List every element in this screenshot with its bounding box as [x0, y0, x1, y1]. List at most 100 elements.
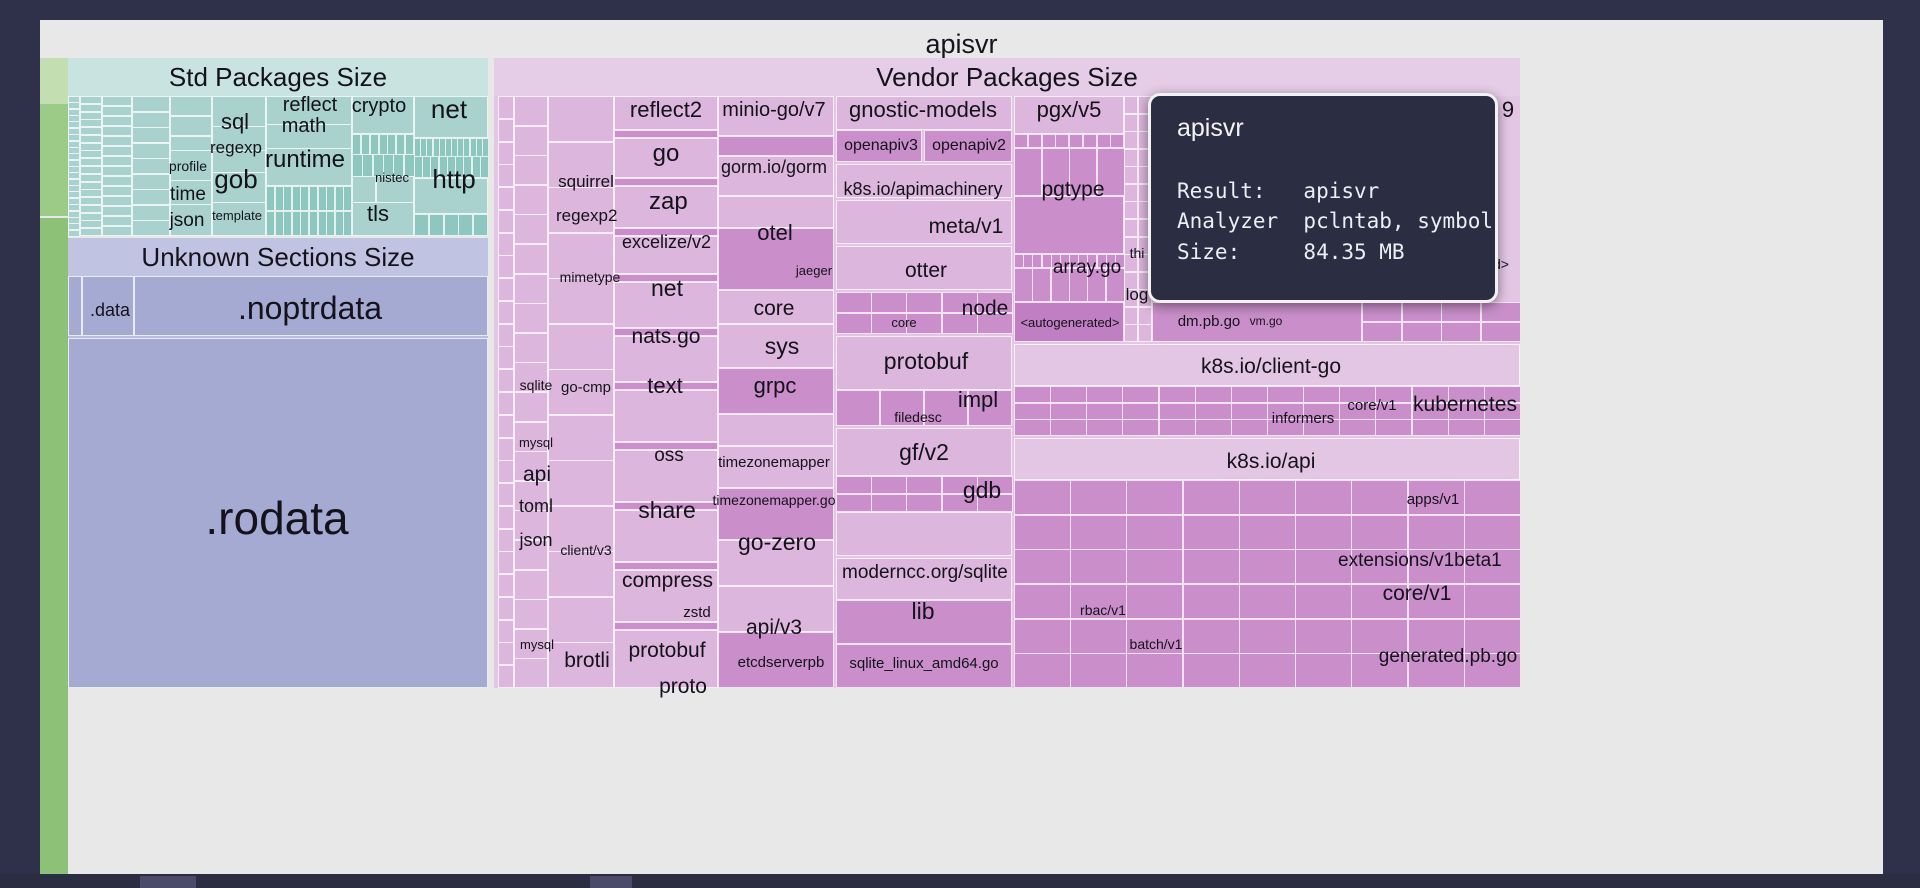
treemap-tile[interactable] — [614, 186, 718, 228]
treemap-tile[interactable] — [968, 390, 1012, 426]
treemap-tile[interactable] — [718, 368, 834, 414]
treemap-tile[interactable] — [836, 200, 1012, 244]
treemap-tile[interactable] — [836, 512, 1012, 556]
treemap-tile[interactable] — [1351, 584, 1408, 619]
treemap-tile[interactable] — [1402, 322, 1442, 342]
treemap-tile[interactable] — [548, 278, 614, 324]
treemap-tile[interactable] — [300, 186, 309, 211]
treemap-tile[interactable] — [102, 116, 132, 126]
treemap-tile[interactable] — [836, 476, 872, 494]
treemap-tile[interactable] — [1042, 134, 1056, 148]
treemap-tile[interactable] — [718, 540, 834, 586]
treemap-tile[interactable] — [718, 446, 834, 488]
treemap-tile[interactable] — [1412, 403, 1449, 420]
treemap-tile[interactable] — [300, 211, 309, 236]
treemap-tile[interactable] — [1351, 619, 1408, 654]
treemap-tile[interactable] — [1126, 584, 1183, 619]
treemap-tile[interactable] — [102, 226, 132, 236]
treemap-tile[interactable] — [1050, 403, 1087, 420]
treemap-tile[interactable] — [1110, 134, 1124, 148]
treemap-tile[interactable] — [1351, 515, 1408, 550]
treemap-tile[interactable] — [614, 328, 718, 336]
treemap-tile[interactable] — [1124, 272, 1138, 290]
treemap-tile[interactable] — [68, 338, 488, 688]
treemap-tile[interactable] — [1097, 134, 1111, 148]
treemap-tile[interactable] — [132, 143, 170, 159]
treemap-tile[interactable] — [1375, 419, 1412, 436]
treemap-tile[interactable] — [266, 148, 352, 186]
treemap-tile[interactable] — [1362, 322, 1402, 342]
treemap-tile[interactable] — [1464, 515, 1521, 550]
treemap-tile[interactable] — [1448, 419, 1485, 436]
treemap-tile[interactable] — [1239, 549, 1296, 584]
treemap-tile[interactable] — [1239, 584, 1296, 619]
treemap-tile[interactable] — [498, 392, 514, 415]
treemap-tile[interactable] — [498, 438, 514, 461]
treemap-tile[interactable] — [80, 220, 102, 228]
treemap-tile[interactable] — [1070, 515, 1127, 550]
treemap-tile[interactable] — [1295, 653, 1352, 688]
treemap-tile[interactable] — [283, 211, 292, 236]
treemap-tile[interactable] — [1069, 134, 1083, 148]
treemap-tile[interactable] — [514, 96, 548, 126]
treemap-tile[interactable] — [1070, 480, 1127, 515]
treemap-tile[interactable] — [1124, 114, 1138, 132]
treemap-tile[interactable] — [68, 204, 80, 211]
treemap-tile[interactable] — [1183, 515, 1240, 550]
treemap-tile[interactable] — [498, 574, 514, 597]
treemap-tile[interactable] — [1124, 149, 1138, 167]
treemap-tile[interactable] — [102, 156, 132, 166]
treemap-tile[interactable] — [352, 96, 414, 134]
treemap-tile[interactable] — [132, 112, 170, 128]
treemap-tile[interactable] — [1239, 480, 1296, 515]
treemap-tile[interactable] — [1402, 302, 1442, 322]
treemap-tile[interactable] — [68, 223, 80, 230]
treemap-tile[interactable] — [1124, 166, 1138, 184]
treemap-tile[interactable] — [1014, 302, 1124, 342]
treemap-tile[interactable] — [352, 176, 376, 204]
treemap-tile[interactable] — [1055, 134, 1069, 148]
treemap-tile[interactable] — [1412, 419, 1449, 436]
treemap-tile[interactable] — [426, 138, 433, 158]
treemap-tile[interactable] — [132, 205, 170, 221]
treemap-tile[interactable] — [1231, 386, 1268, 403]
treemap-tile[interactable] — [836, 558, 1012, 600]
treemap-tile[interactable] — [1028, 134, 1042, 148]
treemap-tile[interactable] — [463, 156, 472, 178]
treemap-tile[interactable] — [548, 187, 614, 233]
treemap-tile[interactable] — [1122, 403, 1159, 420]
treemap-tile[interactable] — [514, 629, 548, 659]
treemap-tile[interactable] — [977, 476, 1013, 494]
treemap-tile[interactable] — [1070, 549, 1127, 584]
treemap-tile[interactable] — [942, 476, 978, 494]
treemap-tile[interactable] — [1126, 515, 1183, 550]
treemap-tile[interactable] — [1106, 268, 1125, 302]
treemap-tile[interactable] — [1083, 134, 1097, 148]
treemap-tile[interactable] — [1124, 307, 1138, 325]
treemap-tile[interactable] — [132, 174, 170, 190]
treemap-tile[interactable] — [1231, 419, 1268, 436]
treemap-tile[interactable] — [614, 510, 718, 562]
treemap-tile[interactable] — [80, 127, 102, 135]
treemap-tile[interactable] — [80, 104, 102, 112]
treemap-tile[interactable] — [514, 599, 548, 629]
treemap-tile[interactable] — [1086, 419, 1123, 436]
treemap-tile[interactable] — [102, 106, 132, 116]
treemap-tile[interactable] — [718, 136, 834, 156]
treemap-tile[interactable] — [906, 313, 942, 334]
treemap-tile[interactable] — [1124, 96, 1138, 114]
treemap-tile[interactable] — [1087, 254, 1097, 268]
treemap-tile[interactable] — [1152, 302, 1362, 342]
treemap-tile[interactable] — [514, 570, 548, 600]
treemap-tile[interactable] — [498, 415, 514, 438]
treemap-tile[interactable] — [548, 506, 614, 552]
treemap-tile[interactable] — [548, 142, 614, 188]
treemap-tile[interactable] — [102, 126, 132, 136]
treemap-tile[interactable] — [718, 96, 834, 136]
treemap-tile[interactable] — [1448, 386, 1485, 403]
treemap-tile[interactable] — [1464, 653, 1521, 688]
treemap-tile[interactable] — [132, 158, 170, 174]
treemap-tile[interactable] — [1448, 403, 1485, 420]
treemap-tile[interactable] — [80, 96, 102, 104]
treemap-tile[interactable] — [1014, 403, 1051, 420]
